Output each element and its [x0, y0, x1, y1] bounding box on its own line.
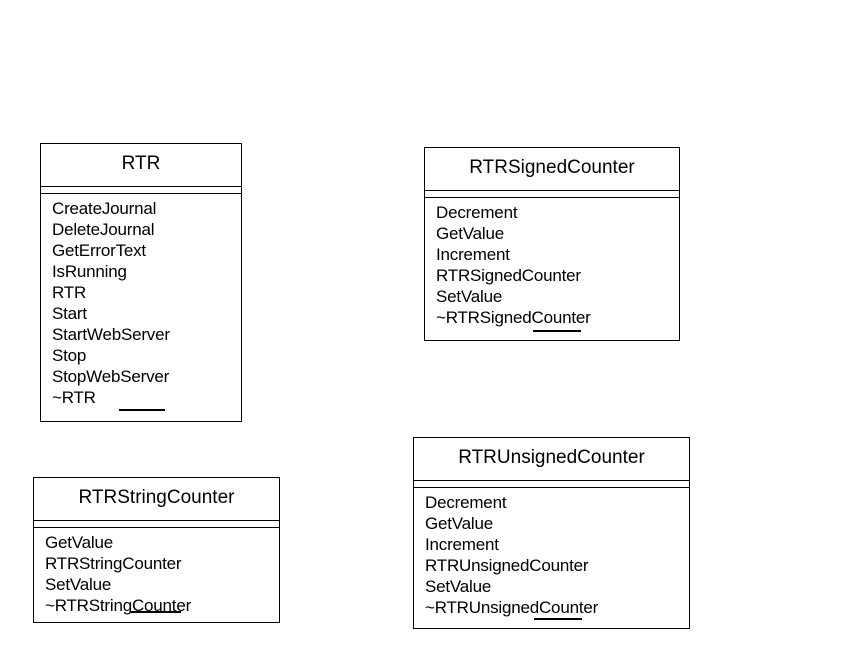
uml-compartment-tick-mark: [119, 409, 165, 411]
uml-operation[interactable]: GetValue: [425, 514, 494, 533]
uml-operations-compartment-rtrunsignedcounter: Decrement GetValue Increment RTRUnsigned…: [414, 488, 689, 628]
uml-attributes-compartment-rtrunsignedcounter: [414, 480, 689, 488]
uml-operation[interactable]: ~RTR: [52, 388, 96, 407]
uml-operation[interactable]: Increment: [436, 245, 510, 264]
uml-operation[interactable]: Start: [52, 304, 87, 323]
uml-operation[interactable]: IsRunning: [52, 262, 127, 281]
uml-operation[interactable]: ~RTRUnsignedCounter: [425, 598, 599, 617]
uml-operation[interactable]: Decrement: [436, 203, 518, 222]
uml-operation[interactable]: GetErrorText: [52, 241, 146, 260]
uml-class-rtr[interactable]: RTR CreateJournal DeleteJournal GetError…: [40, 143, 242, 422]
uml-operation[interactable]: CreateJournal: [52, 199, 157, 218]
uml-class-rtrunsignedcounter[interactable]: RTRUnsignedCounter Decrement GetValue In…: [413, 437, 690, 629]
uml-class-name-rtrstringcounter: RTRStringCounter: [78, 487, 235, 508]
uml-operation[interactable]: RTRUnsignedCounter: [425, 556, 589, 575]
uml-operations-compartment-rtrstringcounter: GetValue RTRStringCounter SetValue ~RTRS…: [34, 528, 279, 622]
uml-compartment-tick-mark: [533, 330, 581, 332]
uml-operation[interactable]: RTRSignedCounter: [436, 266, 581, 285]
uml-operation[interactable]: RTRStringCounter: [45, 554, 182, 573]
uml-operations-compartment-rtrsignedcounter: Decrement GetValue Increment RTRSignedCo…: [425, 198, 679, 340]
uml-operation[interactable]: SetValue: [45, 575, 112, 594]
uml-class-name-rtrunsignedcounter: RTRUnsignedCounter: [458, 447, 645, 468]
uml-operation[interactable]: SetValue: [436, 287, 503, 306]
uml-operation[interactable]: Stop: [52, 346, 87, 365]
uml-operation[interactable]: GetValue: [45, 533, 114, 552]
uml-class-rtrsignedcounter[interactable]: RTRSignedCounter Decrement GetValue Incr…: [424, 147, 680, 341]
uml-operation[interactable]: ~RTRSignedCounter: [436, 308, 591, 327]
uml-compartment-tick-mark: [131, 611, 181, 613]
uml-operation[interactable]: DeleteJournal: [52, 220, 155, 239]
uml-operation[interactable]: StartWebServer: [52, 325, 170, 344]
uml-operation[interactable]: SetValue: [425, 577, 492, 596]
uml-compartment-tick-mark: [534, 618, 582, 620]
uml-attributes-compartment-rtr: [41, 186, 241, 194]
uml-operation[interactable]: RTR: [52, 283, 87, 302]
uml-operation[interactable]: Decrement: [425, 493, 507, 512]
uml-operation[interactable]: Increment: [425, 535, 499, 554]
uml-class-name-rtr: RTR: [121, 153, 161, 174]
uml-attributes-compartment-rtrstringcounter: [34, 520, 279, 528]
uml-class-name-rtrsignedcounter: RTRSignedCounter: [469, 157, 635, 178]
uml-operation[interactable]: GetValue: [436, 224, 505, 243]
uml-class-rtrstringcounter[interactable]: RTRStringCounter GetValue RTRStringCount…: [33, 477, 280, 623]
uml-operations-compartment-rtr: CreateJournal DeleteJournal GetErrorText…: [41, 194, 241, 421]
uml-attributes-compartment-rtrsignedcounter: [425, 190, 679, 198]
uml-operation[interactable]: StopWebServer: [52, 367, 170, 386]
uml-operation[interactable]: ~RTRStringCounter: [45, 596, 192, 615]
